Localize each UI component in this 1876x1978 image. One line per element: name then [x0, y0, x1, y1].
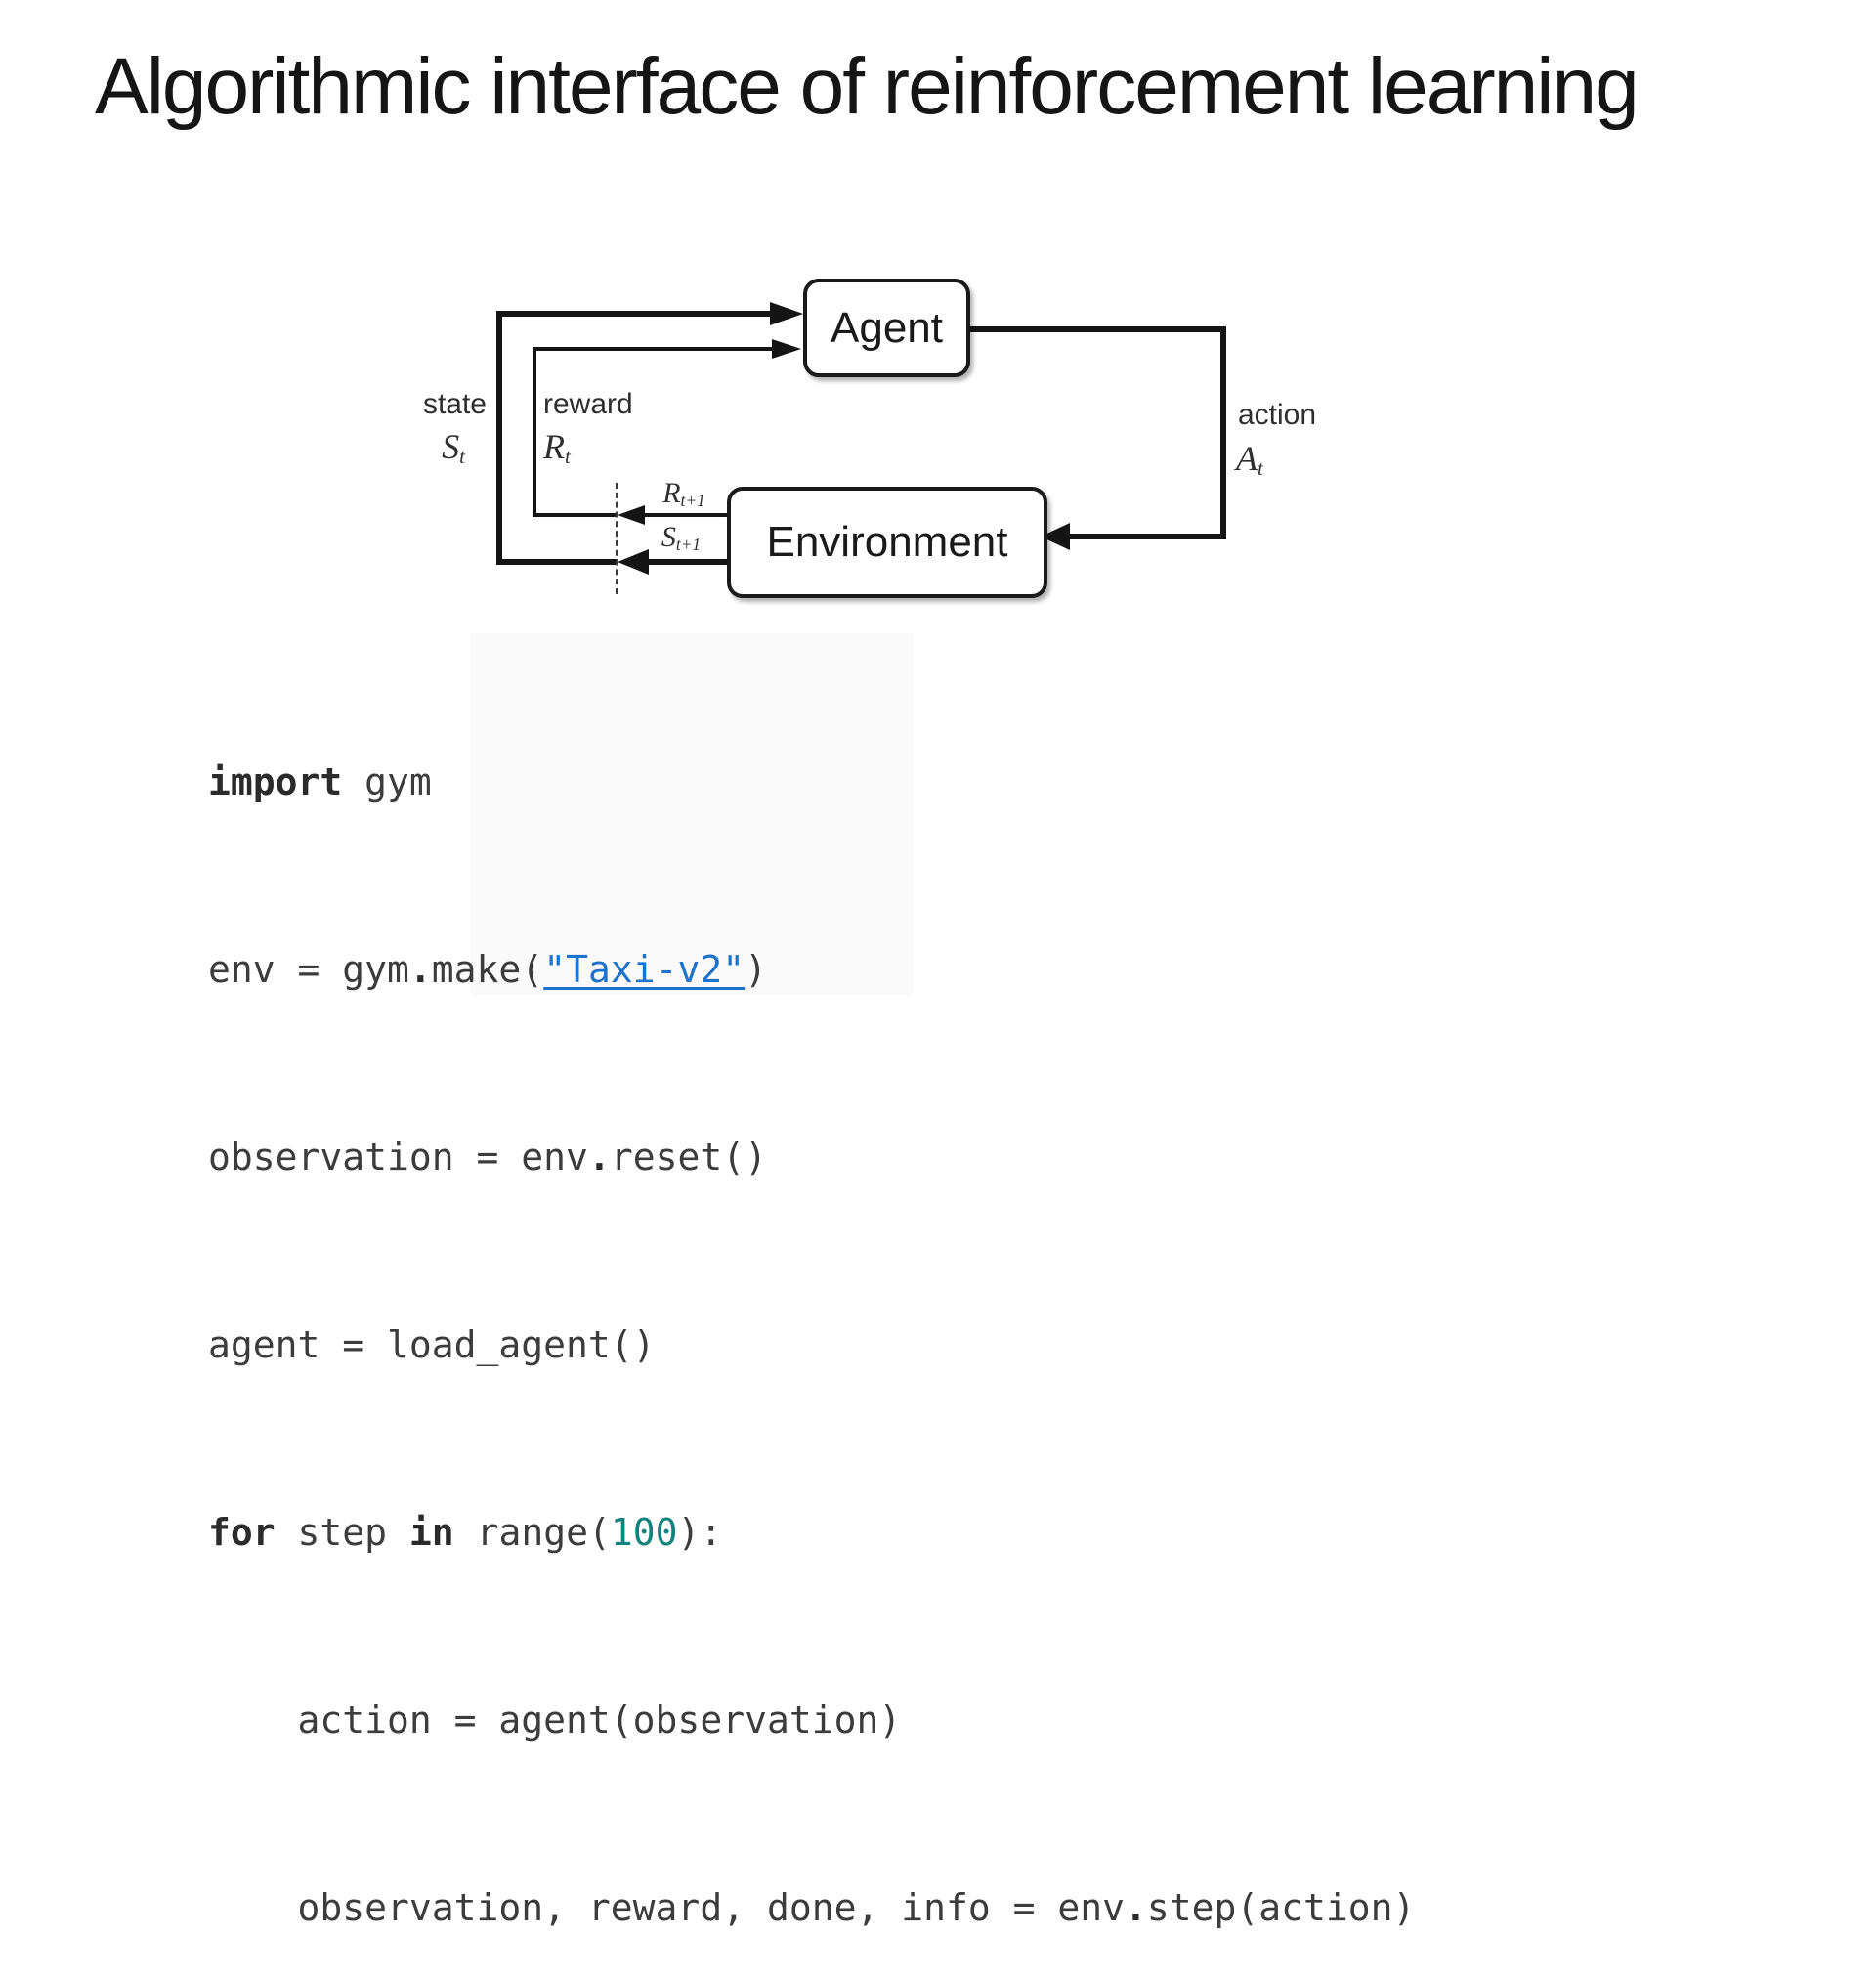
action-symbol-subscript: t	[1258, 455, 1263, 480]
state-loop-top-line	[496, 311, 772, 317]
code-snippet: import gym env = gym.make("Taxi-v2") obs…	[208, 665, 1415, 1978]
keyword-import: import	[208, 760, 343, 803]
action-loop-vertical-line	[1220, 326, 1226, 539]
state-symbol-subscript: t	[459, 444, 465, 468]
code-text: step	[275, 1511, 409, 1554]
state-loop-vertical-line	[496, 311, 502, 565]
reward-symbol-subscript: t	[565, 444, 571, 468]
next-state-line	[643, 559, 727, 565]
code-text: make(	[431, 948, 544, 991]
environment-label: Environment	[766, 518, 1008, 566]
code-text: observation, reward, done, info = env	[208, 1886, 1126, 1929]
action-symbol: At	[1236, 438, 1263, 480]
action-symbol-letter: A	[1236, 439, 1258, 478]
code-line: agent = load_agent()	[208, 1321, 1415, 1368]
state-loop-bottom-left-line	[496, 559, 618, 565]
keyword-for: for	[208, 1511, 276, 1554]
code-line: observation = env.reset()	[208, 1134, 1415, 1181]
next-reward-line	[641, 513, 727, 517]
state-symbol-letter: S	[442, 427, 460, 466]
taxi-v2-link[interactable]: "Taxi-v2"	[543, 948, 746, 991]
code-text: gym	[342, 760, 432, 803]
agent-box: Agent	[803, 279, 970, 377]
code-text: reset()	[610, 1136, 767, 1179]
code-text: env = gym	[208, 948, 409, 991]
code-text: action = agent(observation)	[208, 1698, 902, 1742]
reward-label: reward	[543, 388, 633, 420]
time-step-divider-line	[616, 483, 618, 594]
code-text: agent = load_agent()	[208, 1323, 656, 1366]
environment-box: Environment	[727, 487, 1047, 598]
code-line: action = agent(observation)	[208, 1697, 1415, 1743]
reward-symbol-letter: R	[543, 427, 565, 466]
arrowhead-next-reward-icon	[618, 505, 645, 525]
arrowhead-state-to-agent-icon	[770, 302, 803, 325]
next-reward-symbol-letter: R	[662, 477, 681, 509]
reward-symbol: Rt	[543, 426, 571, 468]
dot-operator: .	[1125, 1886, 1147, 1929]
number-literal: 100	[610, 1511, 678, 1554]
next-reward-symbol: Rt+1	[640, 477, 728, 510]
state-symbol: St	[420, 426, 487, 468]
dot-operator: .	[587, 1136, 611, 1179]
code-text: observation = env	[208, 1136, 588, 1179]
code-text: step(action)	[1146, 1886, 1416, 1929]
reward-loop-top-line	[533, 347, 772, 351]
keyword-in: in	[408, 1511, 454, 1554]
action-loop-bottom-line	[1067, 534, 1226, 539]
dot-operator: .	[408, 948, 432, 991]
reward-loop-vertical-line	[533, 347, 536, 517]
code-line: observation, reward, done, info = env.st…	[208, 1884, 1416, 1931]
action-loop-top-line	[962, 326, 1226, 332]
code-text: )	[745, 948, 767, 991]
code-text: range(	[453, 1511, 611, 1554]
code-image-background	[471, 633, 913, 995]
reward-loop-bottom-left-line	[533, 513, 618, 517]
code-line: for step in range(100):	[208, 1509, 1415, 1556]
page-title: Algorithmic interface of reinforcement l…	[95, 42, 1640, 131]
state-label: state	[422, 388, 487, 420]
code-line: import gym	[208, 758, 1415, 805]
agent-label: Agent	[831, 303, 943, 352]
next-state-symbol-subscript: t+1	[675, 534, 702, 554]
action-label: action	[1238, 399, 1317, 431]
next-reward-symbol-subscript: t+1	[680, 490, 705, 510]
next-state-symbol: St+1	[637, 521, 725, 554]
code-text: ):	[677, 1511, 723, 1554]
next-state-symbol-letter: S	[661, 521, 676, 553]
arrowhead-reward-to-agent-icon	[772, 339, 801, 359]
code-line: env = gym.make("Taxi-v2")	[208, 946, 1415, 993]
